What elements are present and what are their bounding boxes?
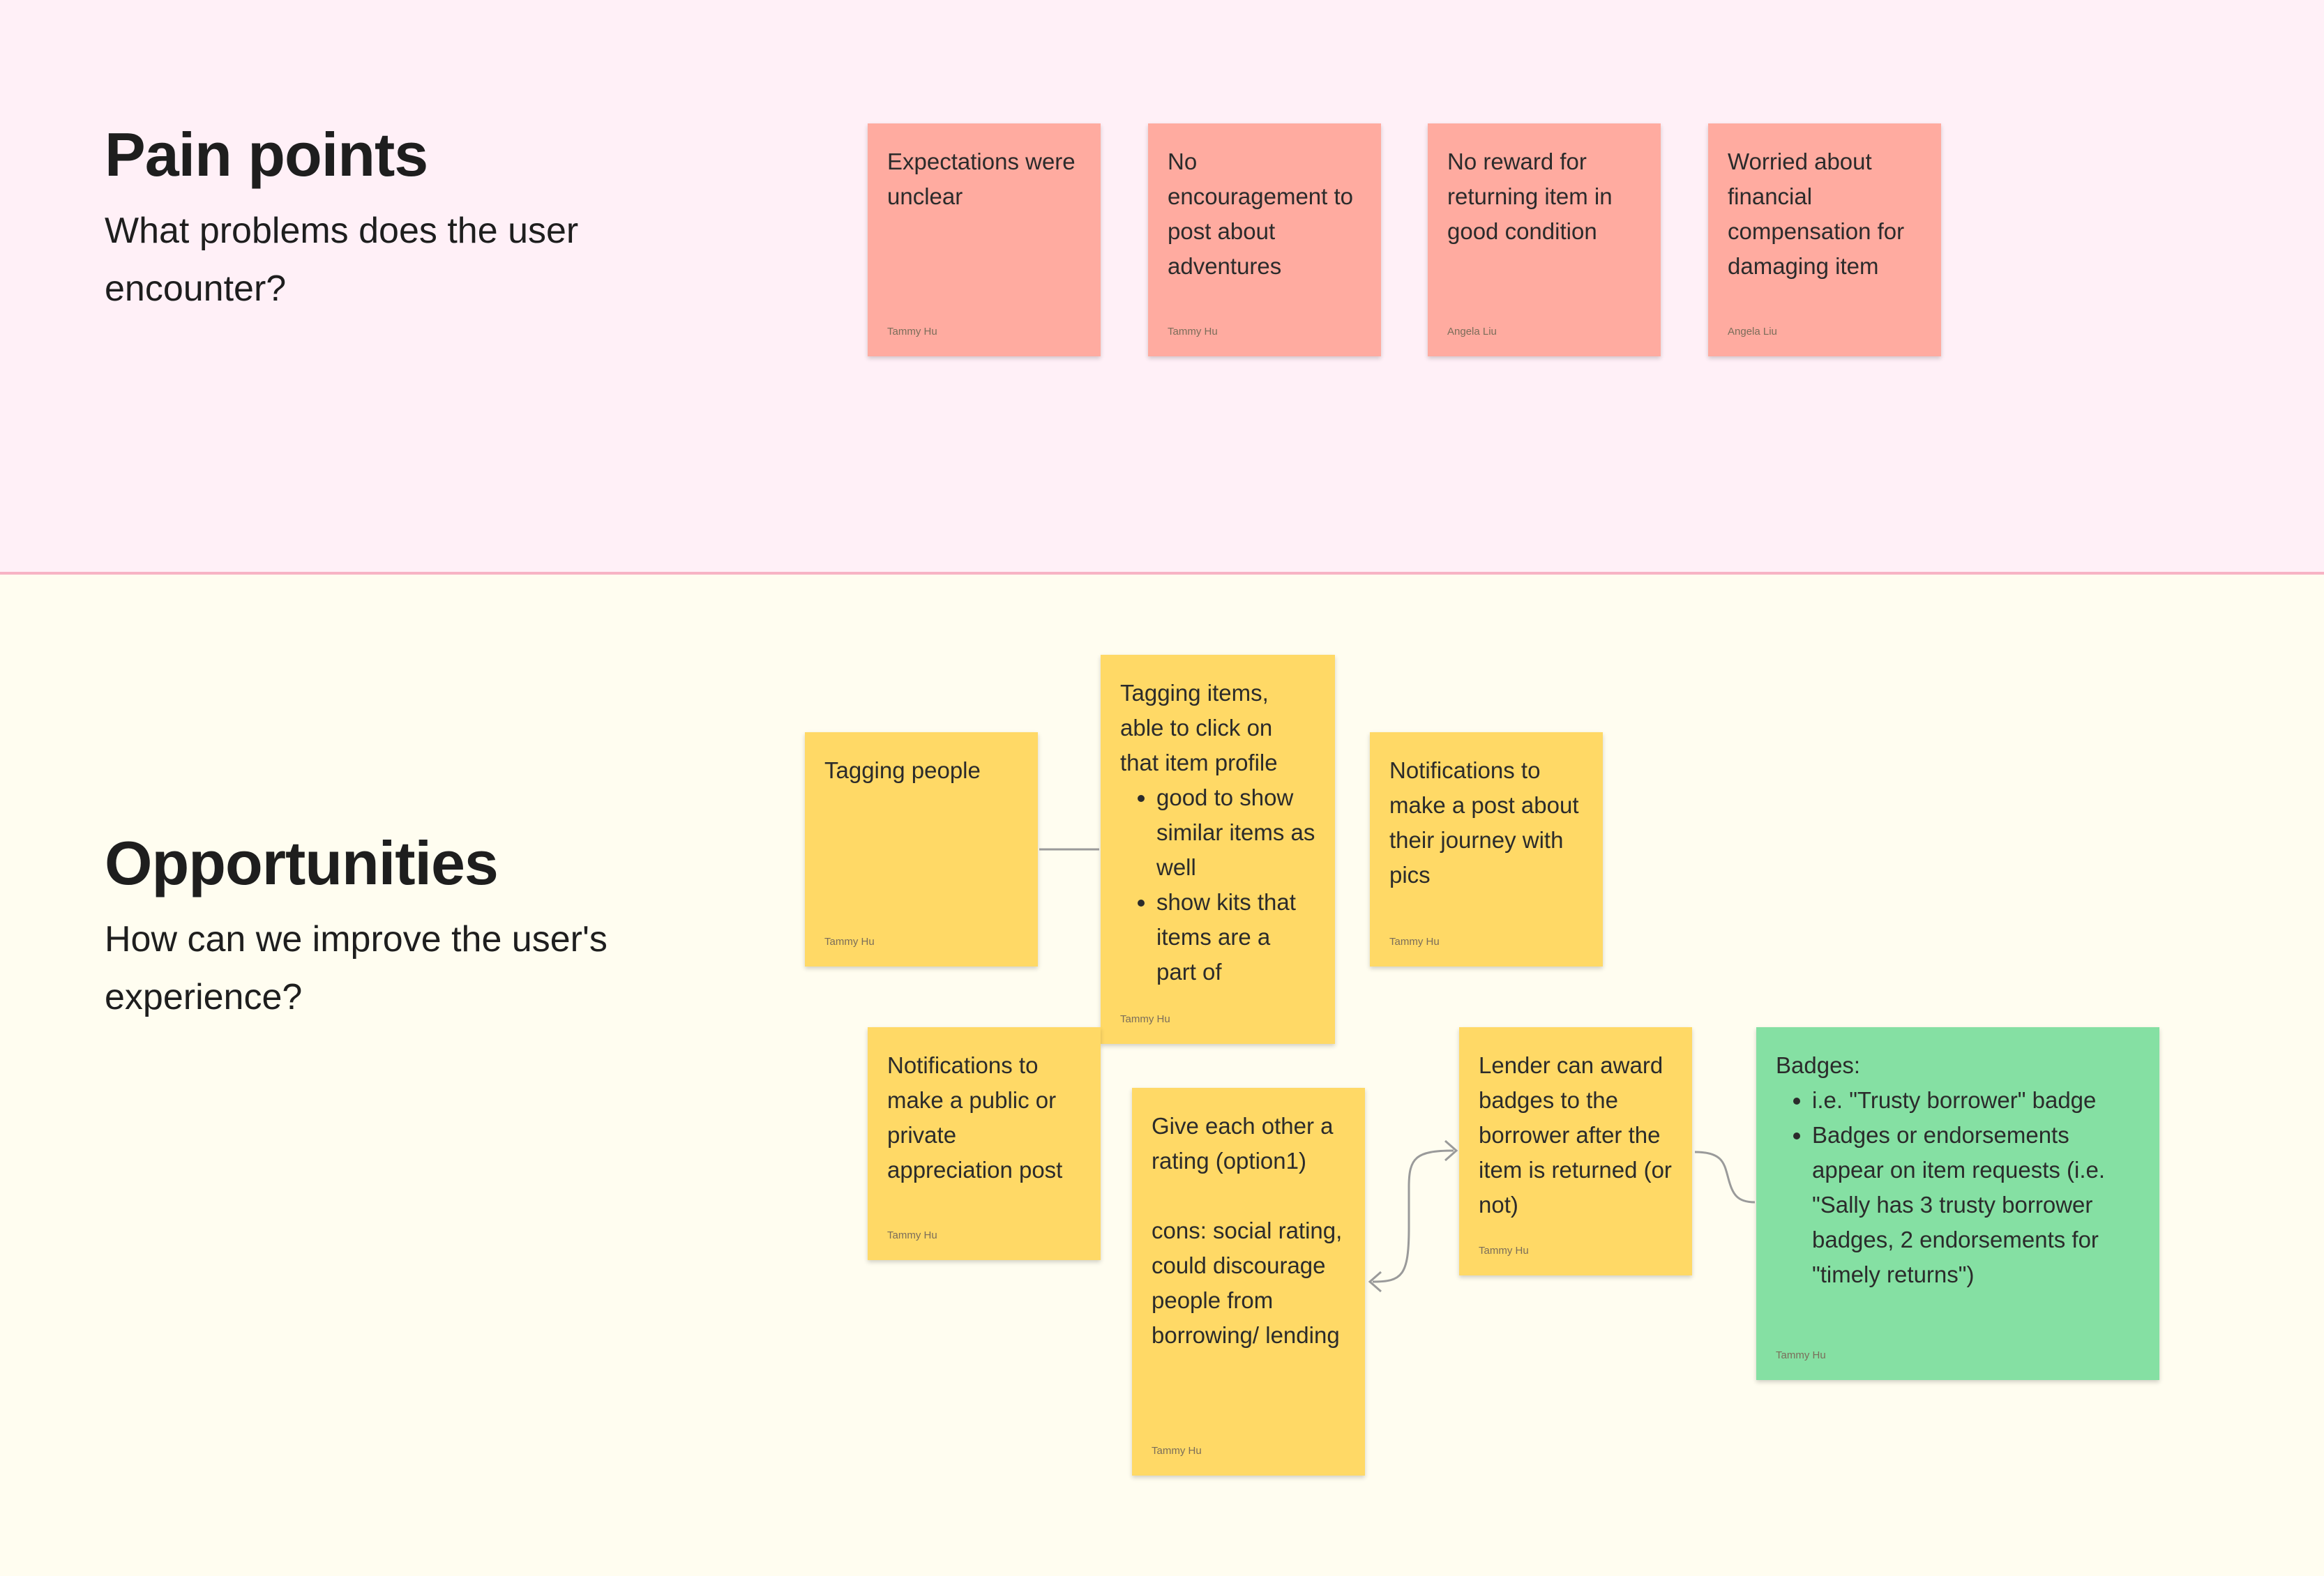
sticky-note[interactable]: No encouragement to post about adventure… xyxy=(1148,123,1381,356)
sticky-note-author: Tammy Hu xyxy=(1120,1013,1170,1025)
sticky-note-text: Tagging items, able to click on that ite… xyxy=(1120,680,1279,775)
sticky-note-lender-badges[interactable]: Lender can award badges to the borrower … xyxy=(1459,1027,1692,1275)
sticky-note-rating[interactable]: Give each other a rating (option1) cons:… xyxy=(1132,1088,1365,1476)
sticky-note-bullet: good to show similar items as well xyxy=(1156,780,1315,885)
sticky-note-author: Tammy Hu xyxy=(1389,936,1440,948)
pain-points-section: Pain points What problems does the user … xyxy=(0,0,2324,572)
sticky-note[interactable]: No reward for returning item in good con… xyxy=(1428,123,1661,356)
sticky-note-tagging-people[interactable]: Tagging people Tammy Hu xyxy=(805,732,1038,967)
sticky-note-author: Tammy Hu xyxy=(1776,1349,1826,1361)
sticky-note-text: Tagging people xyxy=(824,757,981,783)
sticky-note-bullet: Badges or endorsements appear on item re… xyxy=(1812,1118,2131,1292)
sticky-note-text: Badges: xyxy=(1776,1052,1861,1078)
sticky-note-text: No encouragement to post about adventure… xyxy=(1168,149,1360,279)
sticky-note-author: Angela Liu xyxy=(1447,326,1497,338)
sticky-note-notifications-journey[interactable]: Notifications to make a post about their… xyxy=(1370,732,1603,967)
sticky-note[interactable]: Worried about financial compensation for… xyxy=(1708,123,1941,356)
sticky-note-text: Lender can award badges to the borrower … xyxy=(1479,1052,1679,1218)
sticky-note-author: Tammy Hu xyxy=(824,936,875,948)
opportunities-title: Opportunities xyxy=(105,828,499,897)
sticky-note-author: Tammy Hu xyxy=(1168,326,1218,338)
sticky-note-bullet: show kits that items are a part of xyxy=(1156,885,1315,990)
sticky-note-badges[interactable]: Badges: i.e. "Trusty borrower" badge Bad… xyxy=(1756,1027,2159,1380)
sticky-note-tagging-items[interactable]: Tagging items, able to click on that ite… xyxy=(1101,655,1335,1044)
pain-points-title: Pain points xyxy=(105,120,428,189)
sticky-note-author: Angela Liu xyxy=(1728,326,1777,338)
sticky-note-text: Worried about financial compensation for… xyxy=(1728,149,1911,279)
section-divider xyxy=(0,572,2324,575)
sticky-note-text: Expectations were unclear xyxy=(887,149,1082,209)
sticky-note-bullet: i.e. "Trusty borrower" badge xyxy=(1812,1083,2131,1118)
sticky-note-author: Tammy Hu xyxy=(1479,1245,1529,1257)
sticky-note-author: Tammy Hu xyxy=(887,326,937,338)
sticky-note[interactable]: Expectations were unclear Tammy Hu xyxy=(868,123,1101,356)
pain-points-subtitle: What problems does the user encounter? xyxy=(105,211,579,309)
sticky-note-bullets: i.e. "Trusty borrower" badge Badges or e… xyxy=(1776,1083,2131,1292)
opportunities-subtitle: How can we improve the user's experience… xyxy=(105,919,608,1017)
sticky-note-author: Tammy Hu xyxy=(887,1229,937,1241)
sticky-note-text: Notifications to make a post about their… xyxy=(1389,757,1585,888)
sticky-note-text: Give each other a rating (option1) cons:… xyxy=(1152,1113,1343,1348)
sticky-note-notifications-appreciation[interactable]: Notifications to make a public or privat… xyxy=(868,1027,1101,1260)
sticky-note-text: No reward for returning item in good con… xyxy=(1447,149,1619,244)
sticky-note-text: Notifications to make a public or privat… xyxy=(887,1052,1063,1183)
sticky-note-author: Tammy Hu xyxy=(1152,1445,1202,1457)
sticky-note-bullets: good to show similar items as well show … xyxy=(1120,780,1315,990)
